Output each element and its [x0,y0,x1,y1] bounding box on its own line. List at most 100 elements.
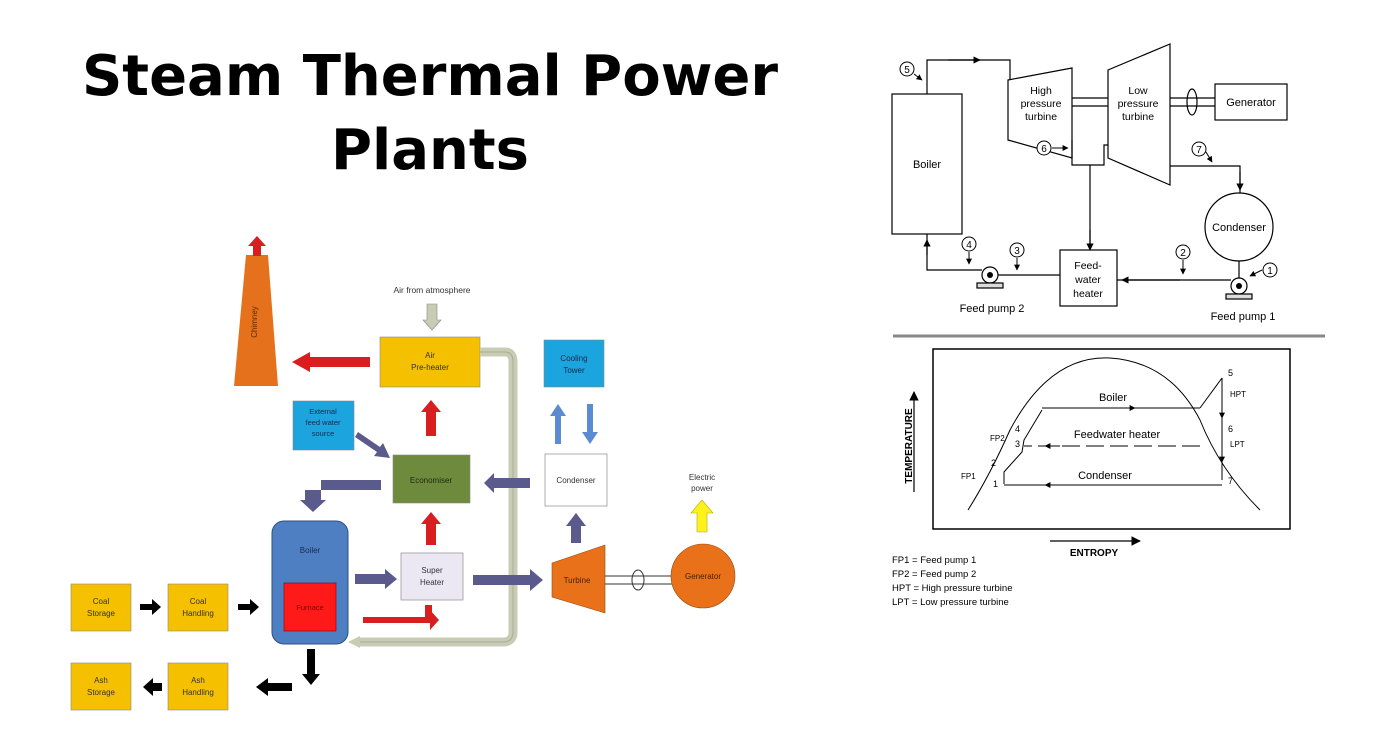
schem-fwh-line2: water [1074,274,1101,286]
state-point-4-label: 4 [966,240,972,251]
ts-boiler-label: Boiler [1099,392,1127,404]
feed-pump-1-core [1236,283,1242,289]
ash-handling-line1: Ash [191,676,205,685]
ts-point-7: 7 [1228,476,1233,486]
coal-arrow-1 [140,599,161,615]
page-title: Steam Thermal Power Plants [60,40,800,188]
ts-frame [932,348,1291,530]
lp-to-condenser [1170,165,1241,193]
cooling-tower-line2: Tower [563,366,585,375]
chimney-shape [234,255,278,386]
state-point-1-pointer [1249,269,1263,277]
coal-handling-box [167,583,229,632]
external-feed-line1: External [309,407,337,416]
title-line-1: Steam Thermal Power [81,44,779,109]
legend-hpt: HPT = High pressure turbine [892,583,1012,594]
coal-handling-line1: Coal [190,597,207,606]
ts-lpt-label: LPT [1230,440,1245,449]
condenser-to-econ-arrow [484,473,530,493]
state-point-7-pointer [1205,151,1213,163]
schem-boiler-label: Boiler [913,159,941,171]
state-point-3-label: 3 [1014,246,1020,257]
pipe-boiler-hpt [926,59,1011,94]
state-point-6 [1036,140,1052,156]
economiser-box [392,454,471,504]
legend-fp2: FP2 = Feed pump 2 [892,569,976,580]
economiser-label: Economiser [410,476,453,485]
ts-legend: FP1 = Feed pump 1 FP2 = Feed pump 2 HPT … [892,555,1012,608]
feed-to-economiser-arrow [355,432,390,458]
condenser-label: Condenser [556,476,595,485]
ash-storage-box [70,662,132,711]
state-point-markers: 1 2 3 4 5 6 7 [899,61,1278,278]
ash-arrow-2 [143,678,162,696]
cooling-tower-box [543,339,605,388]
feed-pump-2-base [976,282,1004,289]
state-point-7-label: 7 [1196,145,1202,156]
furnace-gas-arrow-riser [425,605,432,623]
external-feed-line2: feed water [305,418,341,427]
furnace-label: Furnace [296,603,324,612]
coal-storage-line2: Storage [87,609,116,618]
state-point-1 [1262,262,1278,278]
flue-gas-arrow [292,352,370,372]
ash-arrow-1 [256,678,292,696]
state-point-2 [1175,244,1191,260]
cycle-schematic: Boiler High pressure turbine Low pressur… [891,43,1288,323]
bleed-to-fwh [1071,140,1091,256]
entropy-axis-label: ENTROPY [1070,548,1119,559]
generator-circle [670,543,736,609]
ts-point-5: 5 [1228,368,1233,378]
shaft-coupling [631,569,645,591]
state-point-2-label: 2 [1180,248,1186,259]
ts-fwh-label: Feedwater heater [1074,429,1161,441]
hp-turbine-line2: pressure [1021,98,1062,110]
state-point-1-label: 1 [1267,266,1273,277]
schem-boiler-box [891,93,963,235]
furnace-gas-arrow [363,610,439,630]
state-point-4 [961,236,977,252]
ts-condenser-label: Condenser [1078,470,1132,482]
coal-handling-line2: Handling [182,609,214,618]
air-preheater-box [379,336,481,388]
ts-point-3: 3 [1015,439,1020,449]
coal-storage-line1: Coal [93,597,110,606]
external-feed-box [292,400,355,451]
feed-pump-2-core [987,272,993,278]
block-diagram: Chimney Air from atmosphere Air Pre-heat… [70,236,736,711]
external-feed-line3: source [312,429,335,438]
ts-diagram: TEMPERATURE ENTROPY Boiler Feedwater hea… [892,348,1291,608]
ts-point-1: 1 [993,479,998,489]
cooling-up-arrow [550,404,566,444]
ash-storage-line1: Ash [94,676,108,685]
superheat-line [1199,377,1223,409]
chimney: Chimney [234,236,278,386]
hot-air-pipe-edge [360,351,514,643]
ash-handling-box [167,662,229,711]
schem-fwh-line3: heater [1073,288,1103,300]
super-heater-line2: Heater [420,578,444,587]
cooling-down-arrow [582,404,598,444]
state-point-6-label: 6 [1041,144,1047,155]
schem-condenser-label: Condenser [1212,222,1266,234]
turbine-label: Turbine [564,576,591,585]
air-intake-arrow [422,303,442,331]
air-preheater-line2: Pre-heater [411,363,449,372]
generator-label: Generator [685,572,721,581]
legend-lpt: LPT = Low pressure turbine [892,597,1009,608]
schem-fwh-box [1059,249,1118,307]
condenser-box [544,453,608,507]
econ-to-boiler-arrow [300,480,381,512]
air-from-atmosphere-label: Air from atmosphere [394,285,471,295]
furnace-box [283,582,337,632]
hp-to-lp [1090,144,1108,166]
shaft-rotation-mark [1186,88,1198,116]
hp-turbine-line3: turbine [1025,111,1057,123]
chimney-label: Chimney [250,306,259,338]
super-to-turbine-arrow [473,569,543,591]
electric-power-line2: power [691,484,713,493]
turbine-to-condenser-arrow [566,513,586,543]
coal-arrow-2 [238,599,259,615]
super-heater-box [400,552,464,601]
